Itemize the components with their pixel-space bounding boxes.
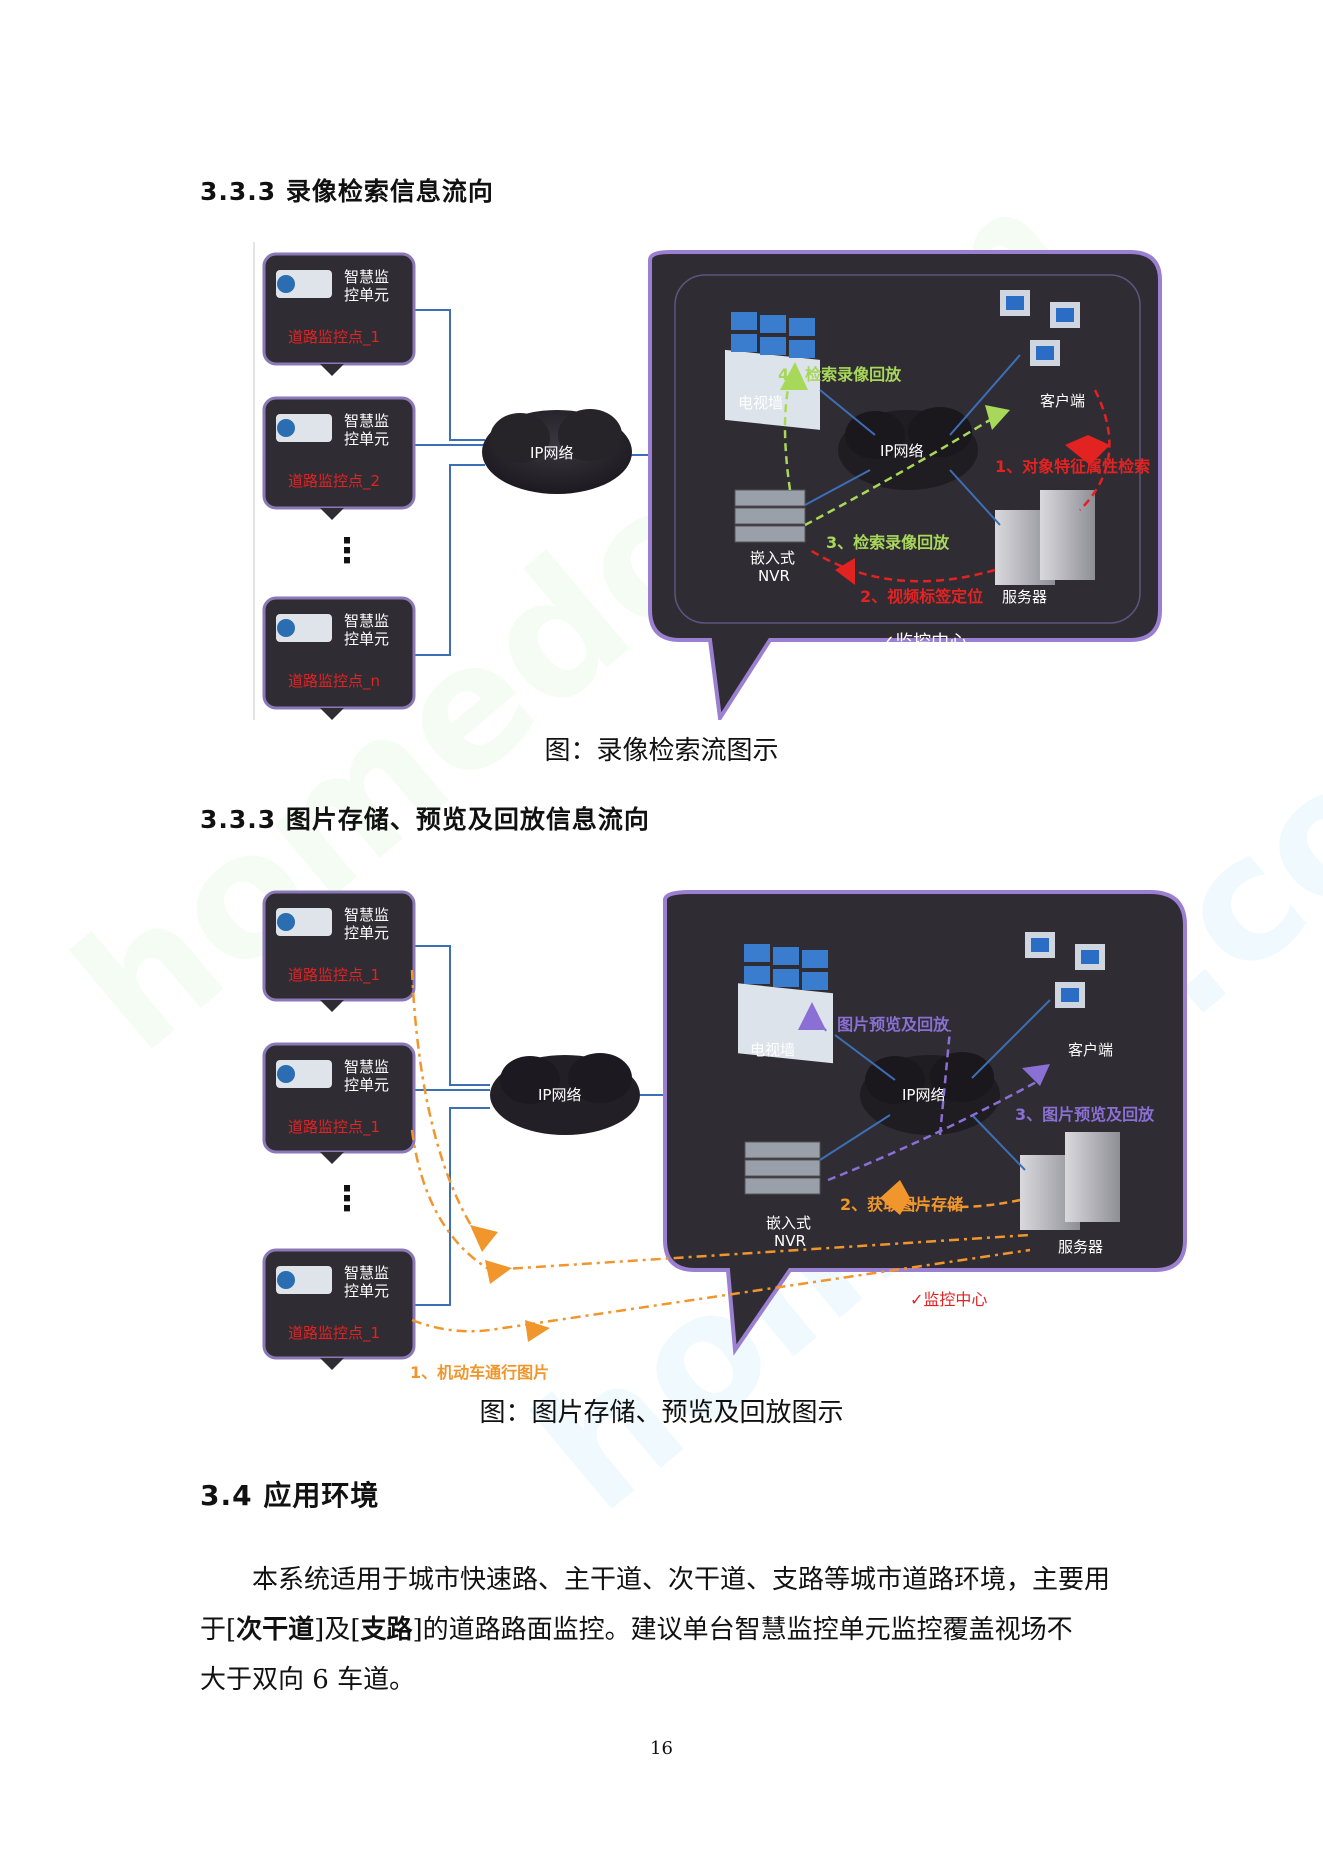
para-text-e: ]的道路路面监控。建议单台智慧监控单元监控覆盖视场不	[412, 1615, 1073, 1645]
client-label-1: 客户端	[1040, 392, 1085, 410]
nvr-label-b-2: NVR	[774, 1232, 806, 1250]
fig2-step-3a-label: 3、图片预览及回放	[810, 1015, 950, 1034]
cloud-inner-label-2: IP网络	[902, 1086, 945, 1104]
server-label-2: 服务器	[1058, 1238, 1103, 1256]
control-center-label-2: ✓监控中心	[910, 1290, 987, 1309]
para-bold-secondary-road: 次干道	[236, 1615, 315, 1645]
client-label-2: 客户端	[1068, 1041, 1113, 1059]
unit-label-na: 智慧监	[344, 612, 389, 630]
unit-label-b3b: 控单元	[344, 1282, 389, 1300]
unit-label-b2a: 智慧监	[344, 1058, 389, 1076]
point-label-b3: 道路监控点_1	[288, 1324, 380, 1343]
ellipsis-2: ⋮	[330, 1179, 364, 1219]
monitor-unit-n: 智慧监 控单元 道路监控点_n	[262, 596, 416, 720]
unit-label-1a: 智慧监	[344, 268, 389, 286]
para-bold-branch-road: 支路	[360, 1615, 413, 1645]
page-number: 16	[650, 1738, 673, 1759]
nvr-label-a-1: 嵌入式	[750, 549, 795, 567]
step-2-label: 2、视频标签定位	[860, 587, 983, 606]
step-4-label: 4、检索录像回放	[778, 365, 902, 384]
unit-label-nb: 控单元	[344, 630, 389, 648]
step-3-label: 3、检索录像回放	[826, 533, 950, 552]
tv-wall-label-1: 电视墙	[738, 394, 783, 412]
nvr-icon	[734, 489, 806, 543]
para-text-a: 于[	[200, 1615, 237, 1645]
paragraph-line-3: 大于双向 6 车道。	[200, 1665, 416, 1695]
nvr-label-b-1: NVR	[758, 567, 790, 585]
ellipsis-1: ⋮	[330, 531, 364, 571]
point-label-n: 道路监控点_n	[288, 672, 380, 691]
figure-1-caption: 图：录像检索流图示	[544, 736, 779, 766]
step-1-label: 1、对象特征属性检索	[995, 457, 1150, 476]
paragraph-line-2: 于[次干道]及[支路]的道路路面监控。建议单台智慧监控单元监控覆盖视场不	[200, 1605, 1140, 1655]
cloud-inner-label-1: IP网络	[880, 442, 923, 460]
unit-label-b3a: 智慧监	[344, 1264, 389, 1282]
server-label-1: 服务器	[1002, 588, 1047, 606]
nvr-label-a-2: 嵌入式	[766, 1214, 811, 1232]
figure-video-search-flow: 智慧监 控单元 道路监控点_1 智慧监 控单元 道路监控点_2 ⋮ 智慧监 控单…	[253, 242, 1162, 720]
unit-label-2b: 控单元	[344, 430, 389, 448]
control-center-label-1: ✓监控中心	[880, 632, 967, 653]
unit-label-b1b: 控单元	[344, 924, 389, 942]
unit-label-b2b: 控单元	[344, 1076, 389, 1094]
figure-image-storage-flow: 智慧监 控单元 道路监控点_1 智慧监 控单元 道路监控点_1 ⋮ 智慧监 控单…	[262, 890, 1187, 1382]
monitor-unit-b3: 智慧监 控单元 道路监控点_1	[262, 1248, 416, 1370]
server-icon-2	[1020, 1132, 1120, 1230]
control-center-panel-1: 电视墙 客户端 IP网络 嵌入式 NVR 服务器	[648, 250, 1162, 720]
monitor-unit-b1: 智慧监 控单元 道路监控点_1	[262, 890, 416, 1012]
fig2-step-1-label: 1、机动车通行图片	[410, 1363, 549, 1382]
figure-2-caption: 图：图片存储、预览及回放图示	[479, 1398, 844, 1428]
control-center-panel-2: 电视墙 客户端 IP网络 嵌入式 NVR 服务器	[663, 890, 1187, 1356]
tv-wall-icon-2	[738, 944, 833, 1064]
paragraph-line-1: 本系统适用于城市快速路、主干道、次干道、支路等城市道路环境，主要用	[252, 1565, 1111, 1595]
section-heading-application-env: 3.4 应用环境	[200, 1479, 380, 1512]
cloud-outer-label-2: IP网络	[538, 1086, 581, 1104]
cloud-outer-1: IP网络	[482, 409, 632, 494]
cloud-outer-2: IP网络	[490, 1053, 640, 1135]
nvr-icon-2	[744, 1141, 821, 1195]
client-icons-2	[1025, 932, 1105, 1008]
point-label-b2: 道路监控点_1	[288, 1118, 380, 1137]
point-label-b1: 道路监控点_1	[288, 966, 380, 985]
point-label-2: 道路监控点_2	[288, 472, 380, 491]
para-text-c: ]及[	[314, 1615, 361, 1645]
unit-label-2a: 智慧监	[344, 412, 389, 430]
monitor-unit-b2: 智慧监 控单元 道路监控点_1	[262, 1042, 416, 1164]
monitor-unit-1: 智慧监 控单元 道路监控点_1	[262, 252, 416, 376]
fig2-step-3b-label: 3、图片预览及回放	[1015, 1105, 1155, 1124]
section-heading-video-search: 3.3.3 录像检索信息流向	[200, 177, 494, 206]
client-icons	[1000, 290, 1080, 366]
fig2-step-2-label: 2、获取图片存储	[840, 1195, 963, 1214]
point-label-1: 道路监控点_1	[288, 328, 380, 347]
unit-label-1b: 控单元	[344, 286, 389, 304]
tv-wall-label-2: 电视墙	[750, 1041, 795, 1059]
cloud-outer-label-1: IP网络	[530, 444, 573, 462]
monitor-unit-2: 智慧监 控单元 道路监控点_2	[262, 396, 416, 520]
section-heading-image-storage: 3.3.3 图片存储、预览及回放信息流向	[200, 805, 650, 834]
unit-label-b1a: 智慧监	[344, 906, 389, 924]
